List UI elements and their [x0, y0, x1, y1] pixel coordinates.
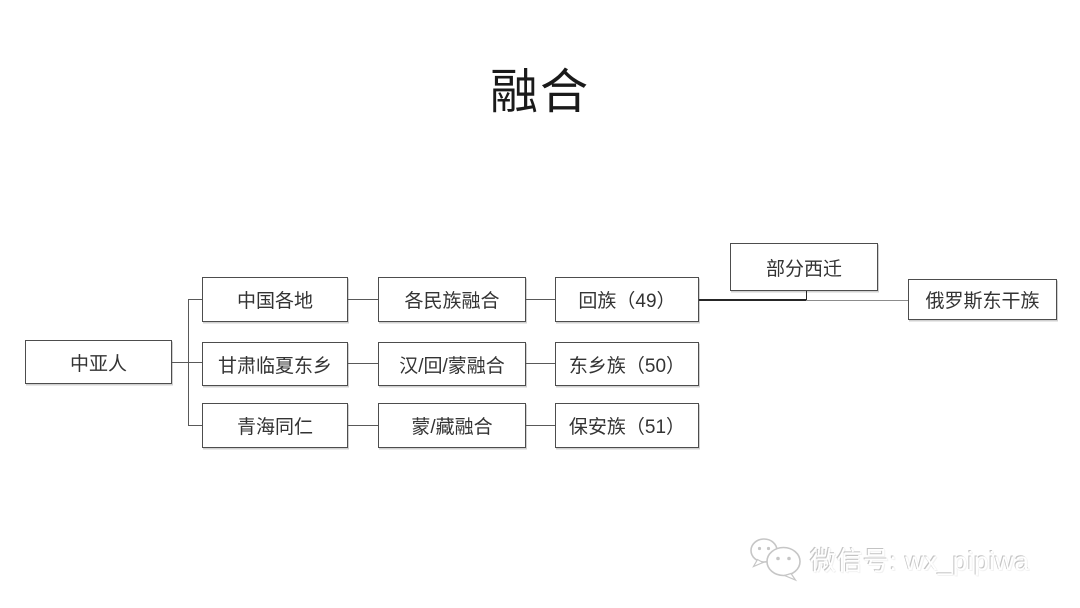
connector-stub-row3	[188, 425, 202, 427]
node-process-han-hui-mongol-fusion: 汉/回/蒙融合	[378, 342, 526, 386]
connector-branch-bracket	[188, 299, 190, 426]
connector-row3-origin-process	[348, 425, 378, 427]
connector-row2-process-result	[526, 363, 555, 365]
node-process-mongol-tibetan-fusion: 蒙/藏融合	[378, 403, 526, 448]
connector-row1-process-result	[526, 299, 555, 301]
node-partial-westward-migration: 部分西迁	[730, 243, 878, 291]
node-result-bonan: 保安族（51）	[555, 403, 699, 448]
connector-stub-row1	[188, 299, 202, 301]
connector-row1-origin-process	[348, 299, 378, 301]
connector-row2-origin-process	[348, 363, 378, 365]
connector-row3-process-result	[526, 425, 555, 427]
node-russia-dungan: 俄罗斯东干族	[908, 279, 1057, 320]
watermark: 微信号: wx_pipiwa	[748, 536, 1029, 582]
node-central-asians: 中亚人	[25, 340, 172, 384]
page-title: 融合	[489, 66, 590, 119]
node-process-multiethnic-fusion: 各民族融合	[378, 277, 526, 322]
node-origin-gansu-linxia-dongxiang: 甘肃临夏东乡	[202, 342, 348, 386]
connector-hui-to-junction	[699, 299, 807, 301]
connector-root-out	[172, 362, 202, 364]
watermark-text: 微信号: wx_pipiwa	[810, 545, 1030, 576]
node-result-hui: 回族（49）	[555, 277, 699, 322]
connector-migration-stub	[805, 291, 808, 300]
connector-junction-to-dungan	[806, 299, 908, 301]
node-origin-china-various: 中国各地	[202, 277, 348, 322]
node-origin-qinghai-tongren: 青海同仁	[202, 403, 348, 448]
wechat-icon	[750, 538, 801, 582]
node-result-dongxiang: 东乡族（50）	[555, 342, 699, 386]
